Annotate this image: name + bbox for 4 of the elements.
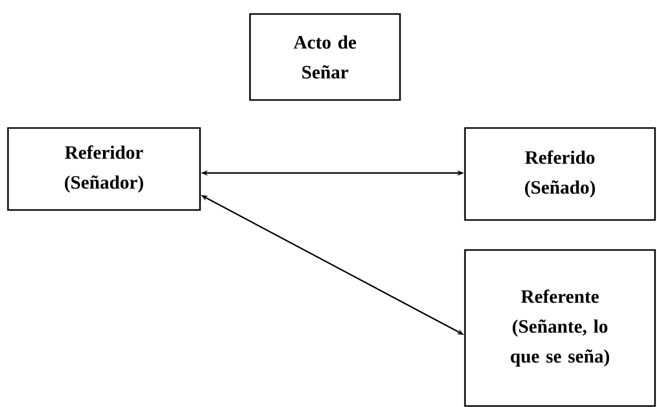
label-box: Acto de Señar (249, 13, 401, 101)
label-box: Referente (Señante, lo que se seña) (464, 249, 656, 407)
label-box: Referido (Señado) (464, 127, 656, 221)
label-box: Referidor (Señador) (7, 127, 201, 211)
